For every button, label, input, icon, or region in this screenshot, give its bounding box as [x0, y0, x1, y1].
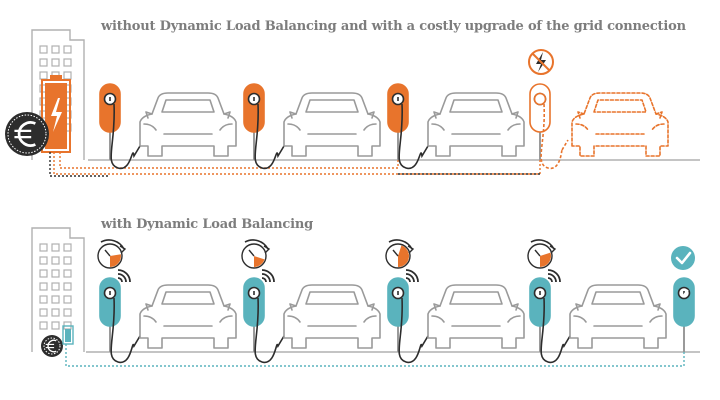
building-bottom: [32, 228, 84, 352]
euro-icon-small: [41, 335, 63, 357]
gauge-icon-4: [528, 240, 555, 268]
charger-top-1: [100, 84, 140, 168]
car-top-3: [428, 93, 524, 156]
car-bottom-4: [570, 285, 666, 348]
charger-bottom-2: [244, 278, 284, 362]
car-bottom-3: [428, 285, 524, 348]
charger-bottom-1: [100, 278, 140, 362]
no-charge-icon: [529, 50, 553, 74]
car-bottom-2: [284, 285, 380, 348]
wireless-signal-icon-3: [406, 270, 418, 282]
check-icon: [671, 246, 695, 270]
gauge-icon-1: [98, 240, 125, 268]
charger-top-2: [244, 84, 284, 168]
wireless-signal-icon-4: [548, 270, 560, 282]
car-top-1: [140, 93, 236, 156]
wireless-signal-icon-1: [118, 270, 130, 282]
charger-bottom-5: [674, 278, 694, 352]
car-top-4-dashed: [572, 93, 668, 156]
charger-bottom-4: [530, 278, 570, 362]
charger-bottom-3: [388, 278, 428, 362]
car-bottom-1: [140, 285, 236, 348]
power-line-dark-2: [50, 152, 110, 176]
charger-top-4-plug: [535, 94, 546, 105]
gauge-icon-3: [386, 240, 413, 268]
gauge-icon-2: [242, 240, 269, 268]
euro-icon: [5, 112, 49, 156]
charger-top-3: [388, 84, 428, 168]
wireless-signal-icon-2: [262, 270, 274, 282]
car-top-2: [284, 93, 380, 156]
